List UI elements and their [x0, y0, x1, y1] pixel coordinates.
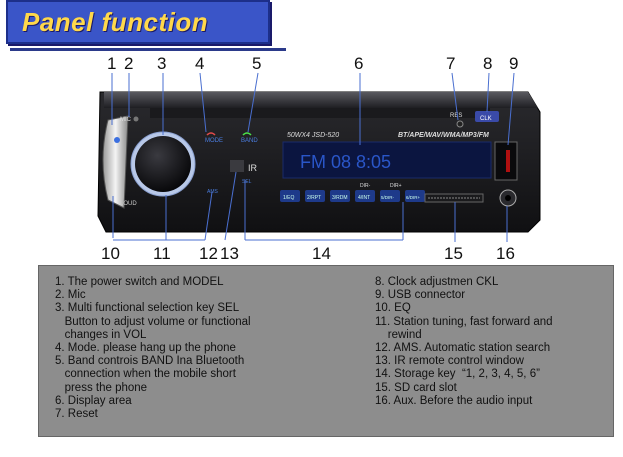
- callout-12: 12: [199, 244, 218, 263]
- dir-minus-label: DIR-: [360, 183, 371, 189]
- preset-key-6-label: 6/DIR+: [406, 195, 421, 200]
- preset-key-3[interactable]: [330, 190, 350, 202]
- formats-label: BT/APE/WAV/WMA/MP3/FM: [398, 132, 489, 139]
- mic-icon: [133, 116, 139, 122]
- legend-item: press the phone: [55, 381, 148, 394]
- clk-label: CLK: [480, 116, 492, 122]
- preset-key-2-label: 2/RPT: [307, 195, 321, 201]
- legend-item: 4. Mode. please hang up the phone: [55, 342, 236, 355]
- legend-item: 16. Aux. Before the audio input: [375, 394, 533, 407]
- ir-window: [230, 160, 244, 172]
- preset-key-1-label: 1/EQ: [283, 195, 295, 201]
- legend-item: 14. Storage key “1, 2, 3, 4, 5, 6”: [375, 368, 540, 381]
- legend-item: connection when the mobile short: [55, 368, 236, 381]
- callout-7: 7: [446, 54, 456, 73]
- callout-6: 6: [354, 54, 364, 73]
- callout-2: 2: [124, 54, 134, 73]
- preset-keys: [280, 190, 425, 202]
- display-area: [282, 141, 492, 179]
- power-mode-button[interactable]: [102, 115, 129, 209]
- aux-jack-hole: [505, 195, 511, 201]
- callout-lines: [111, 72, 515, 242]
- legend-item: 5. Band controis BAND Ina Bluetooth: [55, 355, 245, 368]
- preset-key-6[interactable]: [405, 190, 425, 202]
- callout-11: 11: [153, 244, 171, 263]
- legend-item: 13. IR remote control window: [375, 355, 524, 368]
- legend-panel: 1. The power switch and MODEL 2. Mic 3. …: [38, 265, 614, 437]
- legend-item: 15. SD card slot: [375, 381, 457, 394]
- preset-key-5-label: 5/DIR-: [381, 195, 395, 200]
- legend-item: 10. EQ: [375, 302, 411, 315]
- model-label: 50WX4 JSD-520: [287, 132, 339, 139]
- legend-right-column: 8. Clock adjustmen CKL 9. USB connector …: [375, 276, 605, 408]
- legend-item: rewind: [375, 328, 422, 341]
- power-indicator-icon: [114, 137, 120, 143]
- loud-label: LOUD: [120, 201, 137, 207]
- reset-button[interactable]: [456, 120, 464, 128]
- legend-item: 8. Clock adjustmen CKL: [375, 276, 499, 288]
- page-title: Panel function: [22, 7, 209, 37]
- answer-phone-icon: [242, 132, 252, 136]
- legend-item: Button to adjust volume or functional: [55, 315, 251, 328]
- ir-label: IR: [248, 163, 258, 173]
- faceplate-top: [104, 92, 538, 108]
- callout-9: 9: [509, 54, 519, 73]
- hangup-icon: [206, 132, 216, 136]
- callout-3: 3: [157, 54, 167, 73]
- dir-plus-label: DIR+: [390, 183, 402, 189]
- display-text: FM 08 8:05: [300, 152, 391, 172]
- legend-item: 1. The power switch and MODEL: [55, 276, 224, 288]
- mode-label[interactable]: MODE: [205, 138, 223, 144]
- preset-key-1[interactable]: [280, 190, 300, 202]
- cd-slot-area: [150, 108, 490, 118]
- legend-item: 11. Station tuning, fast forward and: [375, 315, 553, 328]
- title-banner: Panel function: [6, 0, 270, 44]
- callout-4: 4: [195, 54, 205, 73]
- preset-key-4[interactable]: [355, 190, 375, 202]
- legend-item: 7. Reset: [55, 408, 98, 421]
- mic-label: MIC: [120, 117, 132, 123]
- legend-item: 12. AMS. Automatic station search: [375, 342, 551, 355]
- callout-10: 10: [101, 244, 120, 263]
- legend-item: 3. Multi functional selection key SEL: [55, 302, 240, 315]
- callout-1: 1: [107, 54, 117, 73]
- ams-label[interactable]: AMS: [207, 189, 219, 195]
- legend-item: 2. Mic: [55, 289, 86, 302]
- legend-item: changes in VOL: [55, 328, 147, 341]
- volume-knob[interactable]: [135, 136, 191, 192]
- legend-left-column: 1. The power switch and MODEL 2. Mic 3. …: [55, 276, 355, 421]
- legend-item: 9. USB connector: [375, 289, 466, 302]
- callout-16: 16: [496, 244, 515, 263]
- title-underline: [10, 48, 286, 51]
- sel-label[interactable]: SEL: [242, 179, 252, 185]
- preset-key-4-label: 4/INT: [358, 195, 370, 201]
- reset-label: RES: [450, 113, 462, 119]
- usb-indicator: [506, 150, 510, 172]
- callout-15: 15: [444, 244, 463, 263]
- callout-14: 14: [312, 244, 331, 263]
- callout-5: 5: [252, 54, 262, 73]
- callout-8: 8: [483, 54, 493, 73]
- band-label[interactable]: BAND: [241, 138, 258, 144]
- callout-13: 13: [220, 244, 239, 263]
- preset-key-2[interactable]: [305, 190, 325, 202]
- clk-button[interactable]: [475, 111, 499, 122]
- preset-key-5[interactable]: [380, 190, 400, 202]
- preset-key-3-label: 3/RDM: [332, 195, 348, 201]
- legend-item: 6. Display area: [55, 394, 132, 407]
